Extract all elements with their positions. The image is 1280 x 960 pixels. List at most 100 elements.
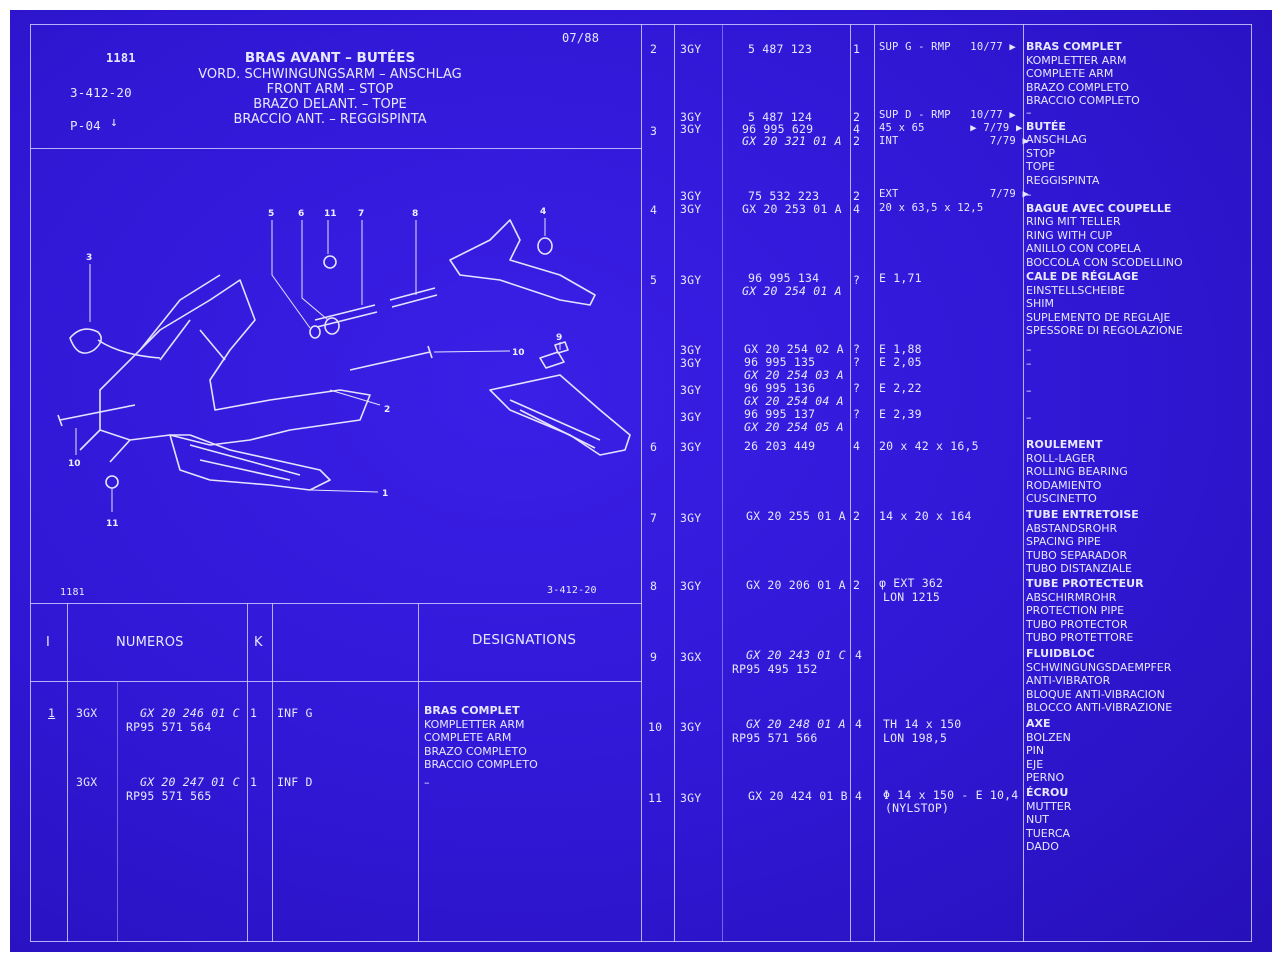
r7-qty: 2 — [853, 509, 861, 523]
nut-bottom — [105, 475, 119, 489]
r2-desc: BRAS COMPLET KOMPLETTER ARM COMPLETE ARM… — [1026, 40, 1140, 108]
nut-top — [323, 255, 337, 269]
col-header-numeros: NUMEROS — [116, 635, 184, 650]
desc-line: EJE — [1026, 757, 1044, 771]
r11-type: 3GY — [680, 791, 702, 805]
desc-line: BRAZO COMPLETO — [1026, 80, 1129, 94]
r10-type: 3GY — [680, 720, 702, 734]
down-arrow-icon: ↓ — [110, 115, 119, 130]
r2-type: 3GY — [680, 42, 702, 56]
r4-qty-b: 4 — [853, 202, 861, 216]
col-header-k: K — [254, 635, 263, 650]
desc-line: SCHWINGUNGSDAEMPFER — [1026, 660, 1172, 674]
left-row-2-qty: 1 — [250, 775, 258, 789]
shim-number-1: GX 20 254 02 A — [744, 342, 844, 356]
r10-desc: AXE BOLZEN PIN EJE PERNO — [1026, 717, 1071, 785]
callout-5: 5 — [268, 209, 274, 219]
left-row-1-info: INF G — [277, 706, 313, 720]
title-de: VORD. SCHWINGUNGSARM – ANSCHLAG — [198, 66, 462, 82]
desc-line: RING MIT TELLER — [1026, 215, 1121, 229]
r7-desc: TUBE ENTRETOISE ABSTANDSROHR SPACING PIP… — [1026, 508, 1139, 576]
title-it: BRACCIO ANT. – REGGISPINTA — [233, 111, 427, 127]
r5-item: 5 — [650, 273, 658, 287]
desc-line: ROLLING BEARING — [1026, 465, 1128, 479]
r3-type-b: 3GY — [680, 122, 702, 136]
header-divider — [30, 148, 642, 149]
chassis-body — [99, 279, 371, 446]
figure-plate-number: 1181 — [60, 587, 85, 598]
shim-type-1: 3GY — [680, 343, 702, 357]
desc-line: ÉCROU — [1026, 786, 1069, 799]
shim-desc-2: – — [1026, 357, 1032, 370]
figure-reference: 3-412-20 — [547, 585, 597, 596]
desc-line: BRAS COMPLET — [1026, 40, 1122, 53]
desc-line: ANTI-VIBRATOR — [1026, 674, 1111, 688]
revision-date: 07/88 — [562, 31, 600, 45]
right-col-i-divider — [674, 24, 675, 942]
r7-item: 7 — [650, 511, 658, 525]
right-type-divider — [722, 24, 723, 942]
callout-9: 9 — [556, 333, 562, 343]
r8-info-a: φ EXT 362 — [879, 576, 944, 590]
pin-long — [59, 404, 136, 421]
desc-line: ROULEMENT — [1026, 438, 1103, 451]
r2-info: SUP G - RMP 10/77 ▶ — [879, 41, 1016, 53]
r2-item: 2 — [650, 42, 658, 56]
desc-line: BOLZEN — [1026, 730, 1071, 744]
callout-8: 8 — [412, 209, 418, 219]
desc-line: TOPE — [1026, 160, 1055, 174]
left-col-info-divider — [418, 603, 419, 942]
r3-number-b: 96 995 629 — [742, 122, 814, 136]
frame-outer-right — [1251, 24, 1252, 942]
shim-qty-1: ? — [853, 342, 861, 356]
desc-line: DADO — [1026, 840, 1059, 854]
desc-line: REGGISPINTA — [1026, 173, 1100, 187]
cup-ring — [324, 317, 340, 335]
desc-line: ROLL-LAGER — [1026, 451, 1096, 465]
r4-qty-a: 2 — [853, 189, 861, 203]
fluidbloc — [539, 341, 569, 369]
left-row-1-desc: BRAS COMPLET KOMPLETTER ARM COMPLETE ARM… — [424, 704, 538, 772]
figure-divider — [30, 603, 642, 604]
shim-type-2: 3GY — [680, 356, 702, 370]
r6-info: 20 x 42 x 16,5 — [879, 439, 979, 453]
callout-2: 2 — [384, 405, 390, 415]
r3-info-c: INT 7/79 ▶ — [879, 135, 1029, 147]
left-type-divider — [117, 682, 118, 942]
r7-number: GX 20 255 01 A — [746, 509, 846, 523]
r10-info-b: LON 198,5 — [883, 731, 948, 745]
left-panel-right-edge — [641, 24, 642, 942]
left-row-2-desc: – — [424, 776, 430, 789]
shim-info-4: E 2,39 — [879, 407, 922, 421]
r5-number-a: 96 995 134 — [748, 271, 820, 285]
desc-line: AXE — [1026, 717, 1051, 730]
exploded-view-diagram: 5 6 11 7 8 4 3 9 10 2 10 1 11 — [57, 207, 631, 529]
left-row-1-type: 3GX — [76, 706, 98, 720]
desc-line: NUT — [1026, 813, 1049, 827]
front-arm-right — [489, 374, 631, 456]
desc-line: BUTÉE — [1026, 119, 1066, 133]
title-fr: BRAS AVANT – BUTÉES — [244, 50, 416, 66]
col-header-i: I — [46, 635, 51, 650]
callout-6: 6 — [298, 209, 304, 219]
r5-type: 3GY — [680, 273, 702, 287]
r3-qty-a: 2 — [853, 110, 861, 124]
shim-type-3: 3GY — [680, 383, 702, 397]
r10-number-a: GX 20 248 01 A — [746, 717, 846, 731]
left-row-1-number-b: RP95 571 564 — [126, 720, 212, 734]
r9-desc: FLUIDBLOC SCHWINGUNGSDAEMPFER ANTI-VIBRA… — [1026, 647, 1172, 715]
shim-qty-2: ? — [853, 355, 861, 369]
left-row-2-number-a: GX 20 247 01 C — [140, 775, 240, 789]
desc-line: BRAS COMPLET — [424, 704, 520, 717]
page-reference: P-04 — [70, 118, 101, 133]
r3-type-a: 3GY — [680, 110, 702, 124]
desc-line: COMPLETE ARM — [1026, 67, 1114, 81]
left-row-1-item: 1 — [48, 706, 56, 720]
r10-qty: 4 — [855, 717, 863, 731]
r4-type-b: 3GY — [680, 202, 702, 216]
r8-type: 3GY — [680, 579, 702, 593]
callout-1: 1 — [382, 489, 388, 499]
desc-line: PIN — [1026, 744, 1045, 758]
col-header-designations: DESIGNATIONS — [472, 632, 577, 648]
shim-number-2: 96 995 135 — [744, 355, 816, 369]
